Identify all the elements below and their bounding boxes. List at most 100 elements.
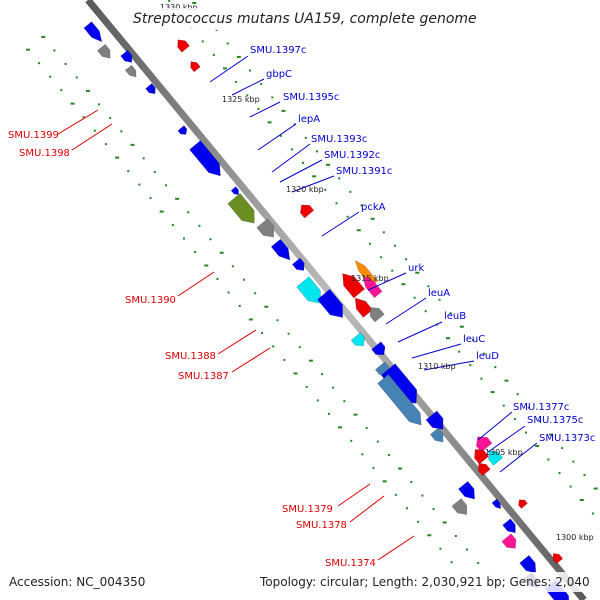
feature-shape — [124, 64, 137, 78]
tick-dot — [480, 377, 483, 380]
gene-label[interactable]: pckA — [361, 202, 386, 213]
tick-dot — [360, 204, 363, 207]
tick-dot — [382, 480, 387, 483]
tick-dot — [394, 493, 397, 496]
feature-shape — [369, 307, 385, 323]
tick-dot — [293, 372, 298, 375]
tick-dot — [324, 188, 327, 191]
gene-label[interactable]: SMU.1393c — [311, 134, 367, 145]
tick-dot — [120, 130, 123, 133]
feature-shape — [491, 498, 502, 510]
tick-dot — [238, 304, 241, 307]
cds-arrow — [491, 498, 502, 510]
leader-line — [217, 329, 257, 355]
gene-label[interactable]: SMU.1398 — [19, 148, 70, 159]
tick-dot — [346, 215, 349, 218]
gene-label[interactable]: SMU.1392c — [324, 150, 380, 161]
tick-dot — [421, 494, 424, 497]
tick-dot — [387, 454, 390, 457]
gene-label[interactable]: SMU.1390 — [125, 295, 176, 306]
misc-feature — [350, 332, 365, 347]
tick-dot — [212, 53, 215, 56]
gene-label[interactable]: urk — [408, 263, 424, 274]
tick-dot — [175, 197, 180, 200]
tick-label: 1330 kbp — [160, 3, 198, 12]
leader-line — [257, 123, 297, 151]
leader-line — [271, 143, 311, 173]
tick-dot — [198, 224, 201, 227]
tick-dot — [442, 521, 447, 524]
tick-dot — [583, 474, 586, 477]
feature-shape — [501, 533, 517, 549]
gene-label[interactable]: SMU.1397c — [250, 45, 306, 56]
tick-dot — [326, 163, 331, 166]
tick-dot — [365, 427, 368, 430]
gene-label[interactable]: SMU.1377c — [513, 402, 569, 413]
tick-dot — [70, 102, 75, 105]
tick-dot — [315, 150, 318, 153]
cds-arrow — [371, 341, 386, 356]
gene-label[interactable]: SMU.1387 — [178, 371, 229, 382]
cds-arrow — [145, 83, 156, 95]
gene-label[interactable]: SMU.1374 — [325, 558, 376, 569]
tick-dot — [115, 156, 120, 159]
cds-arrow — [124, 64, 137, 78]
tick-dot — [38, 62, 41, 65]
tick-dot — [287, 332, 290, 335]
gene-label[interactable]: leuC — [463, 334, 485, 345]
gene-label[interactable]: SMU.1388 — [165, 351, 216, 362]
gene-label[interactable]: SMU.1378 — [296, 520, 347, 531]
tick-dot — [249, 69, 252, 72]
misc-feature — [362, 275, 383, 299]
feature-shape — [316, 288, 344, 318]
feature-shape — [256, 218, 275, 238]
tick-dot — [49, 75, 52, 78]
tick-dot — [516, 393, 519, 396]
gene-label[interactable]: SMU.1375c — [527, 415, 583, 426]
tick-dot — [490, 391, 495, 394]
feature-shape — [518, 499, 528, 509]
tick-dot — [130, 143, 135, 146]
tick-dot — [192, 1, 197, 4]
gene-label[interactable]: leuD — [476, 351, 499, 362]
gene-label[interactable]: leuB — [444, 311, 466, 322]
tick-dot — [261, 331, 264, 334]
feature-shape — [429, 427, 444, 443]
tick-dot — [305, 385, 308, 388]
gene-label[interactable]: SMU.1379 — [282, 504, 333, 515]
tick-dot — [82, 116, 85, 119]
tick-dot — [164, 184, 167, 187]
tick-dot — [382, 231, 385, 234]
gene-label[interactable]: SMU.1373c — [539, 433, 595, 444]
tick-dot — [458, 350, 461, 353]
feature-shape — [350, 332, 365, 347]
cds-arrow — [342, 273, 365, 299]
feature-shape — [502, 518, 516, 534]
tick-dot — [356, 229, 361, 232]
tick-dot — [494, 366, 497, 369]
tick-dot — [204, 264, 209, 267]
feature-shape — [300, 204, 315, 219]
gene-label[interactable]: lepA — [298, 114, 320, 125]
cds-arrow — [478, 462, 491, 477]
gene-label[interactable]: SMU.1399 — [8, 130, 59, 141]
tick-dot — [187, 211, 190, 214]
tick-dot — [415, 271, 420, 274]
tick-dot — [427, 285, 430, 288]
tick-dot — [235, 80, 238, 83]
tick-dot — [279, 134, 282, 137]
cds-arrow — [120, 49, 133, 63]
tick-dot — [64, 62, 67, 65]
tick-label: 1300 kbp — [556, 533, 594, 542]
leader-line — [349, 495, 385, 523]
gene-label[interactable]: gbpC — [266, 69, 292, 80]
tick-dot — [142, 157, 145, 160]
tick-label: 1315 kbp — [351, 274, 389, 283]
tick-dot — [182, 237, 185, 240]
tick-dot — [349, 190, 352, 193]
gene-label[interactable]: leuA — [428, 288, 450, 299]
gene-label[interactable]: SMU.1395c — [283, 92, 339, 103]
cds-arrow — [458, 480, 475, 500]
feature-shape — [371, 341, 386, 356]
gene-label[interactable]: SMU.1391c — [336, 166, 392, 177]
